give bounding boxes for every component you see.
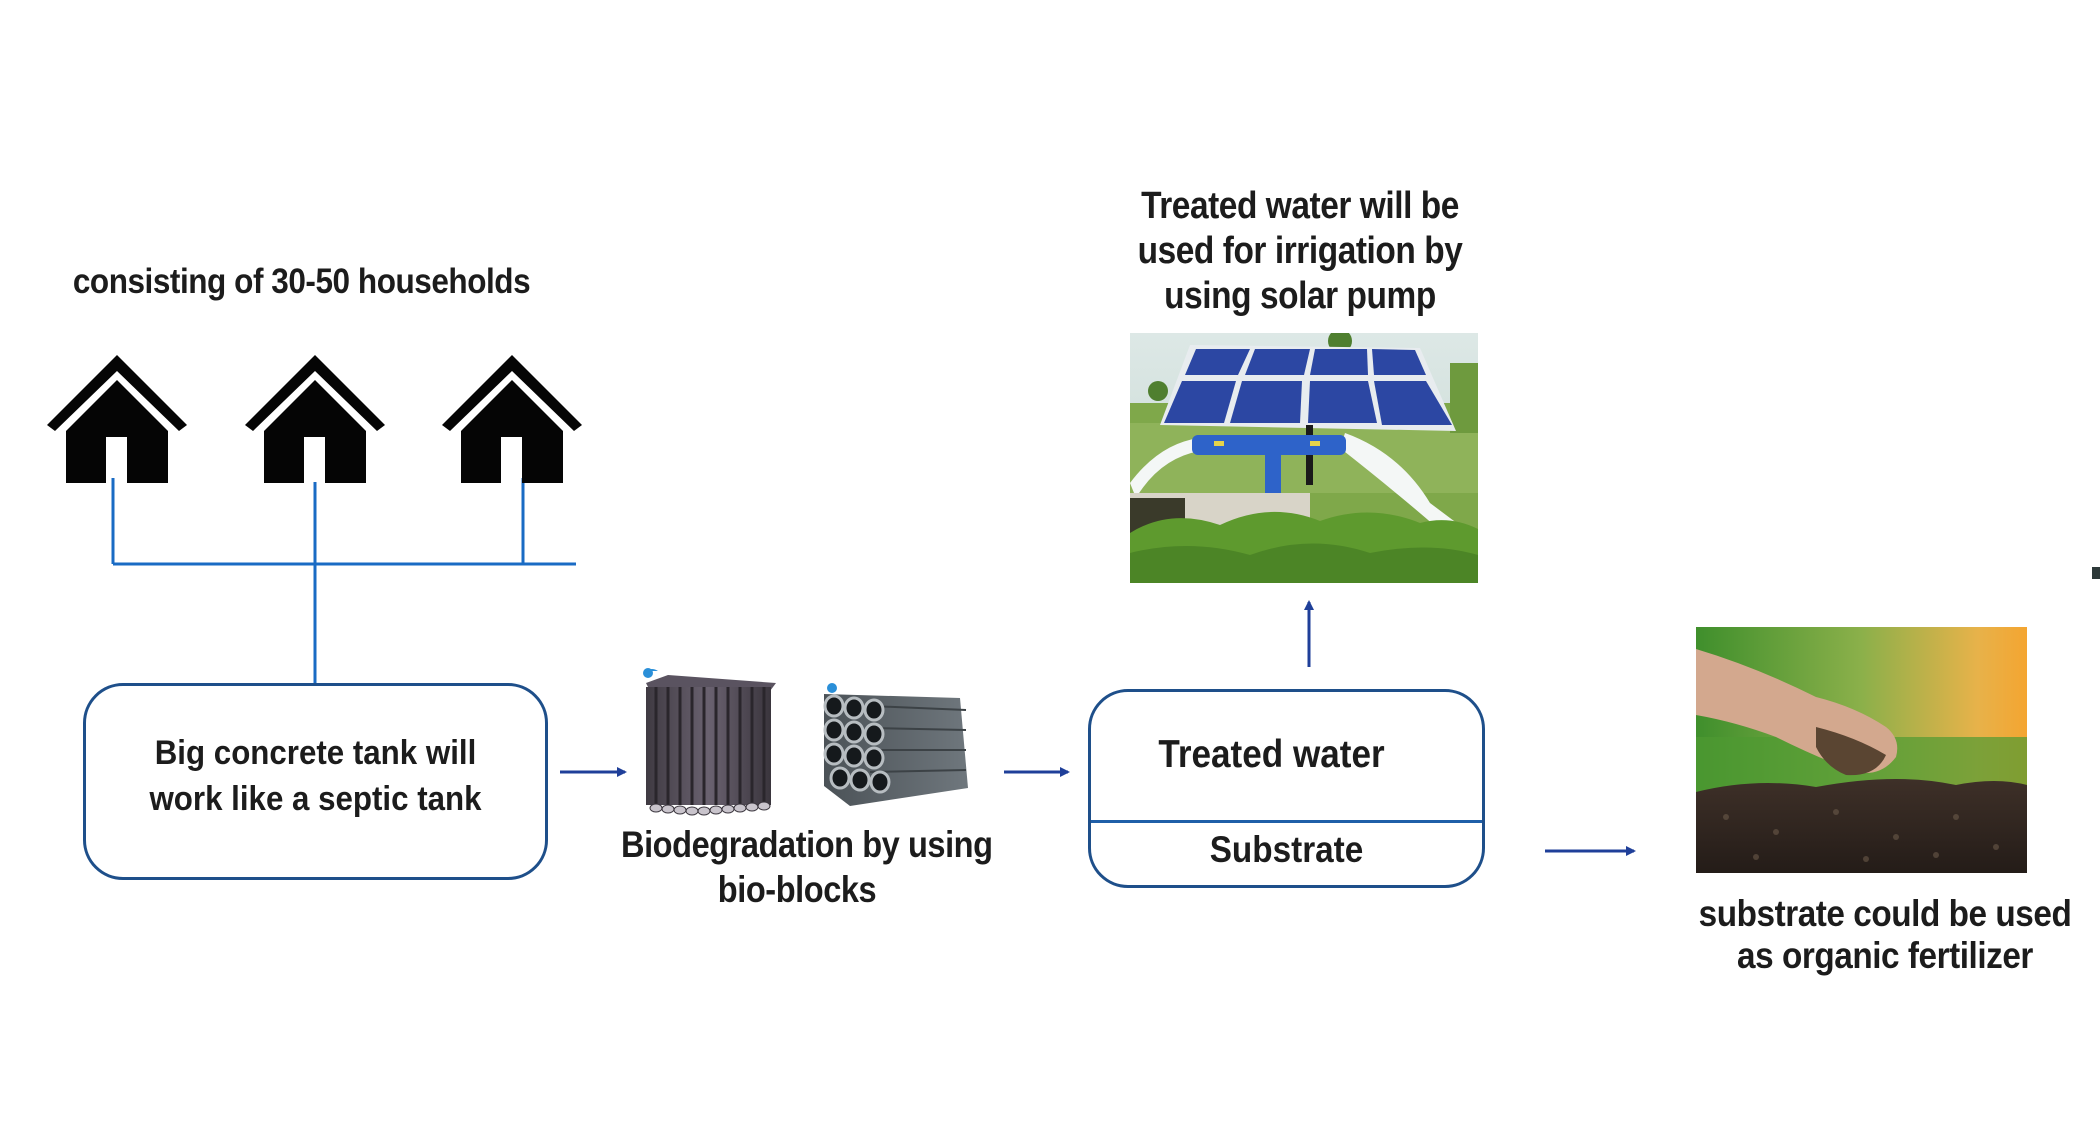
household-pipes xyxy=(111,478,576,683)
irrigation-line-3: using solar pump xyxy=(1164,275,1436,317)
septic-tank-text: Big concrete tank will work like a septi… xyxy=(104,730,526,822)
fertilizer-line-1: substrate could be used xyxy=(1698,893,2072,934)
bio-block-vertical-image xyxy=(643,668,776,816)
treated-water-section: Treated water xyxy=(1082,733,1461,777)
substrate-section: Substrate xyxy=(1111,829,1463,871)
fertilizer-line-2: as organic fertilizer xyxy=(1737,935,2033,976)
fertilizer-label: substrate could be used as organic ferti… xyxy=(1696,893,2074,977)
house-icon xyxy=(47,355,187,483)
irrigation-line-2: used for irrigation by xyxy=(1137,230,1463,272)
bio-block-horizontal-image xyxy=(823,683,968,806)
treated-water-label: Treated water xyxy=(1158,733,1385,776)
septic-tank-line-2: work like a septic tank xyxy=(149,780,482,818)
biodegradation-label: Biodegradation by using bio-blocks xyxy=(621,822,993,912)
substrate-label: Substrate xyxy=(1209,829,1364,870)
soil-hand-image xyxy=(1696,627,2027,873)
septic-tank-box: Big concrete tank will work like a septi… xyxy=(83,683,548,880)
biodegradation-line-2: bio-blocks xyxy=(717,869,877,910)
septic-tank-line-1: Big concrete tank will xyxy=(154,734,477,772)
solar-pump-image xyxy=(1130,333,1478,583)
house-icon xyxy=(245,355,385,483)
biodegradation-line-1: Biodegradation by using xyxy=(621,824,993,865)
edge-artifact xyxy=(2092,567,2100,579)
irrigation-label: Treated water will be used for irrigatio… xyxy=(1124,184,1476,319)
households-label: consisting of 30-50 households xyxy=(72,262,531,302)
output-box: Treated water Substrate xyxy=(1088,689,1485,888)
house-icon xyxy=(442,355,582,483)
households-label-text: consisting of 30-50 households xyxy=(72,262,531,301)
output-box-divider xyxy=(1091,820,1482,823)
irrigation-line-1: Treated water will be xyxy=(1141,185,1459,227)
